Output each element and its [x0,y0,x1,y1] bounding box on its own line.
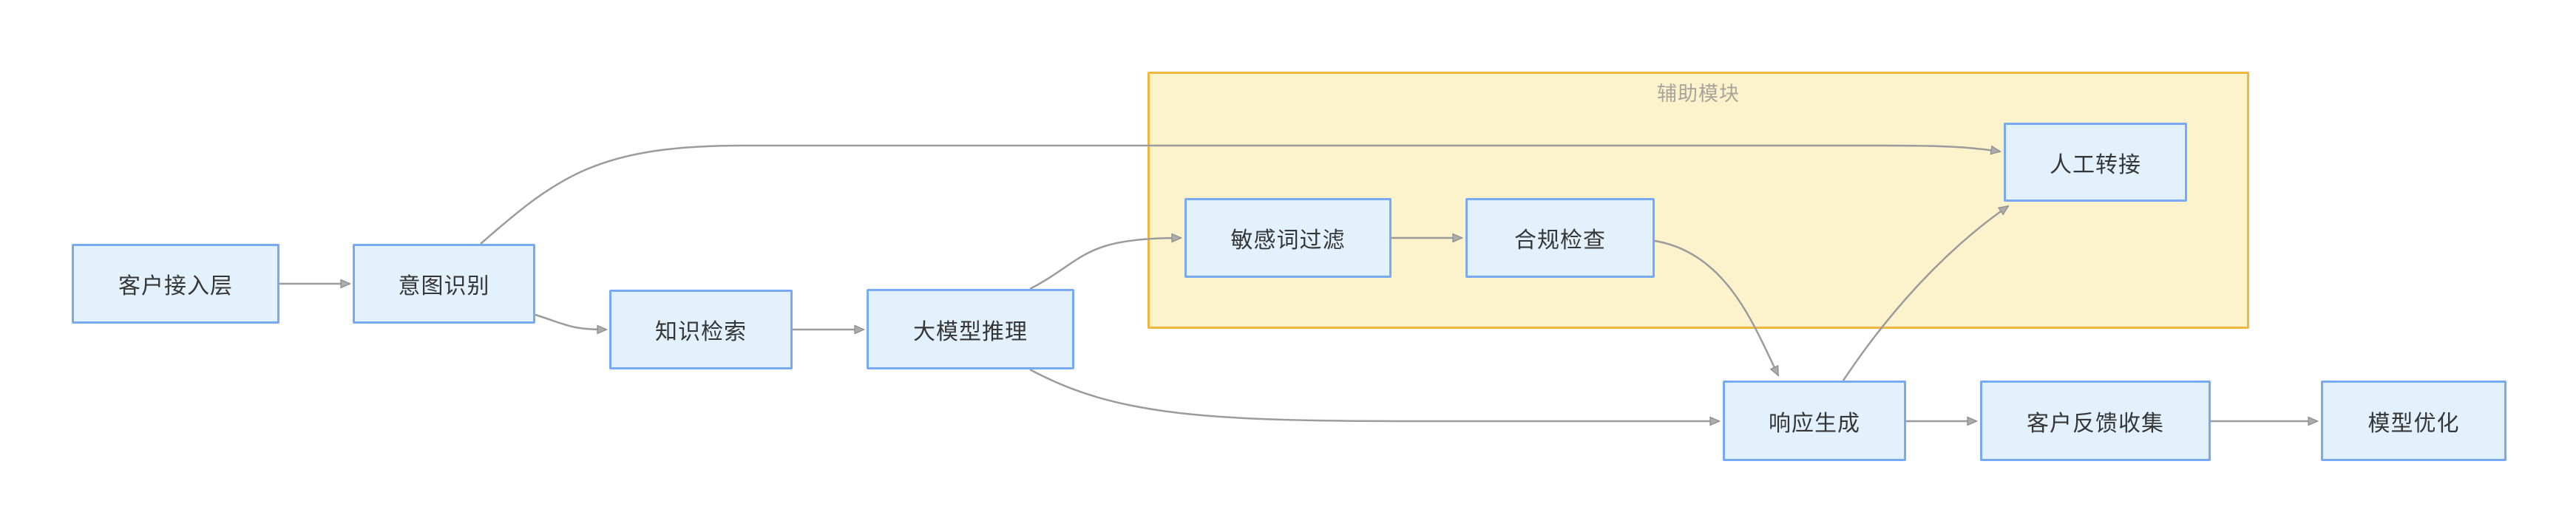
node-knowledge-retrieval[interactable]: 知识检索 [609,290,793,369]
node-response-generation[interactable]: 响应生成 [1723,381,1906,461]
node-model-optimization[interactable]: 模型优化 [2321,381,2506,461]
edge-intent-recognition-to-human-transfer [480,144,2002,245]
edge-llm-inference-to-response-generation [1029,368,1721,426]
node-human-transfer-label: 人工转接 [2050,152,2141,177]
node-knowledge-retrieval-label: 知识检索 [655,320,747,344]
node-sensitive-word-filter[interactable]: 敏感词过滤 [1184,198,1392,278]
node-llm-inference-label: 大模型推理 [913,319,1028,344]
edge-compliance-check-to-response-generation [1654,239,1780,377]
node-customer-feedback-label: 客户反馈收集 [2027,411,2164,436]
node-intent-recognition[interactable]: 意图识别 [353,244,535,324]
edge-intent-recognition-to-knowledge-retrieval [535,313,609,335]
node-response-generation-label: 响应生成 [1769,411,1860,436]
edge-response-generation-to-human-transfer [1842,205,2010,381]
node-llm-inference[interactable]: 大模型推理 [867,289,1074,369]
node-customer-access[interactable]: 客户接入层 [72,244,279,324]
node-compliance-check-label: 合规检查 [1514,228,1606,253]
node-intent-recognition-label: 意图识别 [398,274,490,299]
node-model-optimization-label: 模型优化 [2367,411,2460,436]
node-human-transfer[interactable]: 人工转接 [2004,123,2187,202]
node-customer-access-label: 客户接入层 [118,274,233,299]
edge-llm-inference-to-sensitive-word-filter [1029,233,1183,290]
node-customer-feedback[interactable]: 客户反馈收集 [1980,381,2211,461]
node-compliance-check[interactable]: 合规检查 [1465,198,1655,278]
group-auxiliary-module-label: 辅助模块 [1657,83,1740,105]
node-sensitive-word-filter-label: 敏感词过滤 [1230,228,1346,253]
